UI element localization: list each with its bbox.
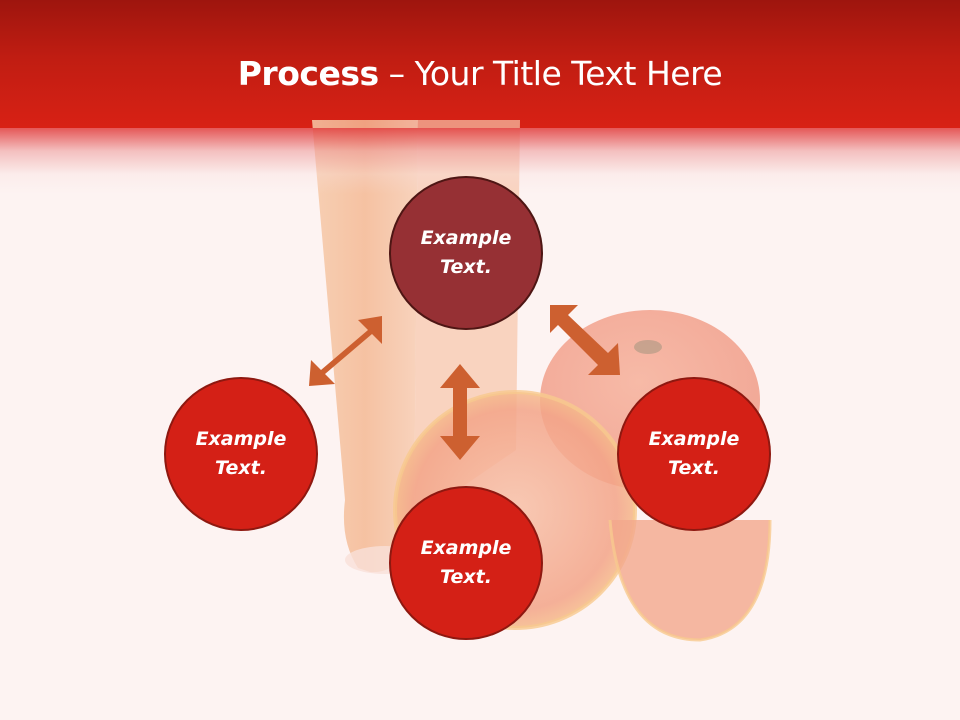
double-arrow-top-bottom-icon[interactable] <box>438 362 482 462</box>
title-bold-part: Process <box>237 54 379 93</box>
slide-title[interactable]: Process – Your Title Text Here <box>0 52 960 96</box>
double-arrow-top-left-icon[interactable] <box>305 312 387 390</box>
title-rest-part: – Your Title Text Here <box>378 54 723 93</box>
title-banner <box>0 0 960 128</box>
double-arrow-top-right-icon[interactable] <box>548 303 624 379</box>
